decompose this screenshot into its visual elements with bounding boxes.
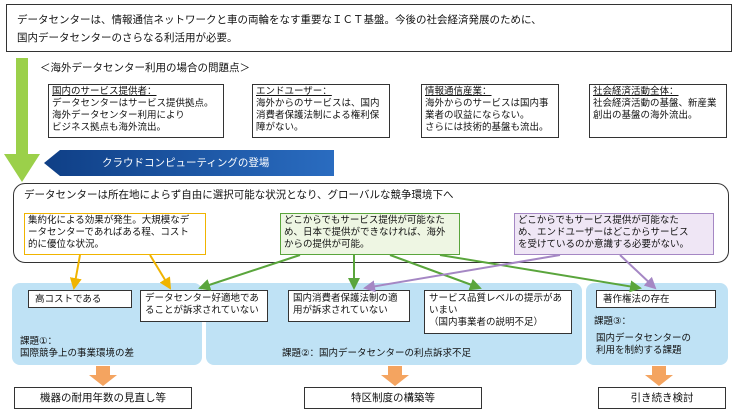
problem-box-society: 社会経済活動全体： 社会経済活動の基盤、新産業 創出の基盤の海外流出。 [589,84,727,138]
problem-box-end-user: エンドユーザー： 海外からのサービスは、国内 消費者保護法制による権利保 障がな… [252,84,390,138]
issue-3-body: 国内データセンターの 利用を制約する課題 [596,333,692,356]
issue-consumer-law: 国内消費者保護法制の適 用が訴求されていない [288,290,410,322]
problem-body: 社会経済活動の基盤、新産業 創出の基盤の海外流出。 [593,98,717,121]
problem-title: 社会経済活動全体： [593,86,679,97]
issue-3-label: 課題③： [594,316,632,327]
cloud-label: クラウドコンピューティングの登場 [102,157,270,169]
outcome-arrow-1 [89,366,117,386]
problem-box-ict-industry: 情報通信産業： 海外からのサービスは国内事 業者の収益にならない。 さらには技術… [421,84,559,138]
issue-1-label: 課題①： 国際競争上の事業環境の差 [20,336,135,359]
environment-title: データセンターは所在地によらず自由に選択可能な状況となり、グローバルな競争環境下… [24,189,454,201]
outcome-box-1: 機器の耐用年数の見直し等 [14,387,192,409]
yellow-note: 集約化による効果が発生。大規模なデ ータセンターであればある程、コスト 的に優位… [24,213,206,255]
problem-body: データセンターはサービス提供拠点。海外データセンター利用により ビジネス拠点も海… [52,98,214,133]
issue-site-appeal: データセンター好適地であ ることが訴求されていない [140,290,268,322]
issue-copyright: 著作権法の存在 [596,290,716,308]
problem-box-provider: 国内のサービス提供者： データセンターはサービス提供拠点。海外データセンター利用… [48,84,224,138]
issue-service-level: サービス品質レベルの提示があ いまい （国内事業者の説明不足） [424,290,572,334]
issue-2-label: 課題②：国内データセンターの利点訴求不足 [282,348,472,359]
issue-high-cost: 高コストである [28,290,132,308]
problem-body: 海外からのサービスは国内事 業者の収益にならない。 さらには技術的基盤も流出。 [425,98,549,133]
problems-title: ＜海外データセンター利用の場合の問題点＞ [40,62,250,74]
problem-title: エンドユーザー： [256,86,332,97]
problem-body: 海外からのサービスは、国内 消費者保護法制による権利保 障がない。 [256,98,380,133]
header-box: データセンターは、情報通信ネットワークと車の両輪をなす重要なＩＣＴ基盤。今後の社… [6,4,732,52]
big-down-arrow [4,58,40,182]
problem-title: 国内のサービス提供者： [52,86,157,97]
header-line-1: データセンターは、情報通信ネットワークと車の両輪をなす重要なＩＣＴ基盤。今後の社… [17,14,542,26]
header-line-2: 国内データセンターのさらなる利活用が必要。 [17,32,238,44]
cloud-arrow [44,150,334,176]
purple-note: どこからでもサービス提供が可能なた め、エンドユーザーはどこからサービス を受け… [514,213,714,255]
problem-title: 情報通信産業： [425,86,492,97]
outcome-arrow-2 [381,366,409,386]
outcome-box-3: 引き続き検討 [598,387,726,409]
outcome-box-2: 特区制度の構築等 [304,387,482,409]
outcome-arrow-3 [645,366,673,386]
green-note: どこからでもサービス提供が可能なた め、日本で提供ができなければ、海外 からの提… [280,213,460,255]
